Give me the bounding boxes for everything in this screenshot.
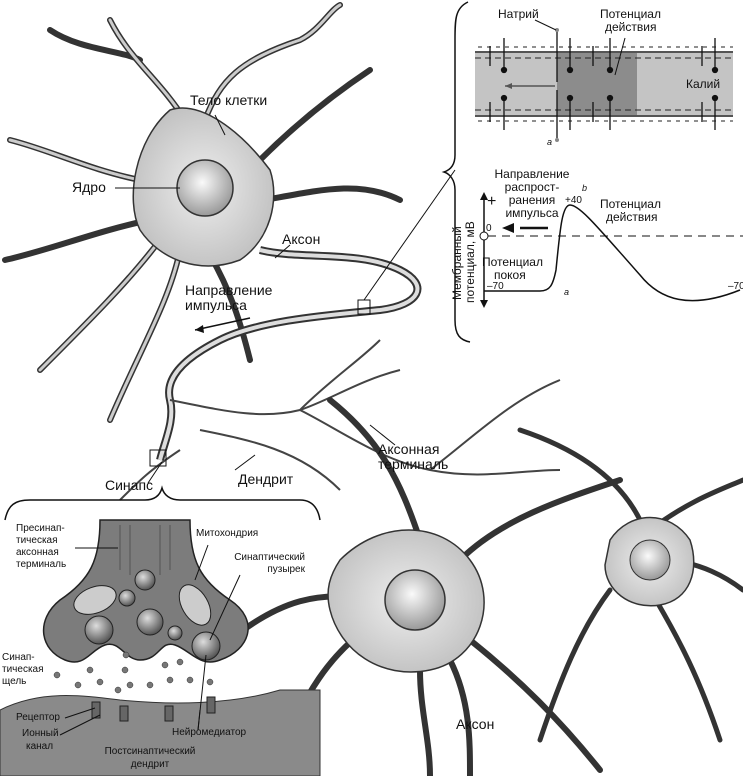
postsynaptic-label-1: Постсинаптический — [104, 746, 196, 757]
postsynaptic-label-2: дендрит — [130, 759, 170, 770]
mitochondrion-label: Митохондрия — [196, 528, 259, 539]
plus-sign: + — [487, 193, 497, 210]
resting-potential-2: покоя — [494, 268, 526, 282]
propagation-direction-4: импульса — [505, 206, 559, 220]
ion-channel-label-1: Ионный — [22, 728, 59, 739]
graph-action-potential-1: Потенциал — [600, 197, 661, 211]
ion-channel-label-2: канал — [26, 741, 54, 752]
action-potential-label-2: действия — [605, 20, 657, 34]
impulse-direction-label-1: Направление — [185, 282, 273, 298]
impulse-direction-label-2: импульса — [185, 297, 247, 313]
vesicle-label-2: пузырек — [267, 564, 305, 575]
cell-body-label: Тело клетки — [190, 92, 268, 108]
receptor-label: Рецептор — [16, 712, 60, 723]
potential-graph — [479, 192, 743, 308]
synapse-label: Синапс — [105, 477, 154, 493]
y-axis-label-2: потенциал, мВ — [463, 221, 477, 303]
graph-point-b: b — [582, 183, 588, 193]
dendrite-label: Дендрит — [238, 471, 294, 487]
neurotransmitter-label: Нейромедиатор — [172, 727, 247, 738]
main-nucleus — [176, 159, 234, 217]
axon-label: Аксон — [282, 231, 321, 247]
axon-terminal-label-1: Аксонная — [378, 441, 440, 457]
graph-action-potential-2: действия — [606, 210, 658, 224]
cleft-label-3: щель — [2, 676, 27, 687]
peak-label: +40 — [565, 195, 582, 206]
membrane-panel-brace — [441, 1, 471, 343]
synapse-panel — [0, 519, 321, 776]
presynaptic-label-1: Пресинап- — [16, 523, 65, 534]
propagation-direction-3: ранения — [508, 193, 556, 207]
vesicle-label-1: Синаптический — [234, 552, 305, 563]
membrane-panel — [475, 19, 733, 142]
cleft-label-2: тическая — [2, 664, 44, 675]
membrane-point-a: a — [547, 137, 553, 147]
axon-terminal-branches — [119, 339, 561, 501]
rest-label-right: –70 — [728, 281, 743, 292]
axon-bottom-label: Аксон — [456, 716, 495, 732]
axon-terminal-label-2: терминаль — [378, 456, 449, 472]
sodium-label: Натрий — [498, 7, 539, 21]
presynaptic-label-2: тическая — [16, 535, 58, 546]
resting-potential-1: Потенциал — [482, 255, 543, 269]
presynaptic-label-4: терминаль — [16, 559, 67, 570]
rest-label-left: –70 — [487, 281, 504, 292]
action-potential-label-1: Потенциал — [600, 7, 661, 21]
synapse-panel-brace — [4, 485, 321, 521]
potassium-label: Калий — [686, 77, 721, 91]
propagation-direction-2: распрост- — [504, 180, 560, 194]
graph-point-a: a — [564, 287, 570, 297]
propagation-direction-1: Направление — [494, 167, 570, 181]
cleft-label-1: Синап- — [2, 652, 35, 663]
zero-label: 0 — [486, 223, 492, 234]
nucleus-label: Ядро — [72, 179, 106, 195]
presynaptic-label-3: аксонная — [16, 547, 59, 558]
